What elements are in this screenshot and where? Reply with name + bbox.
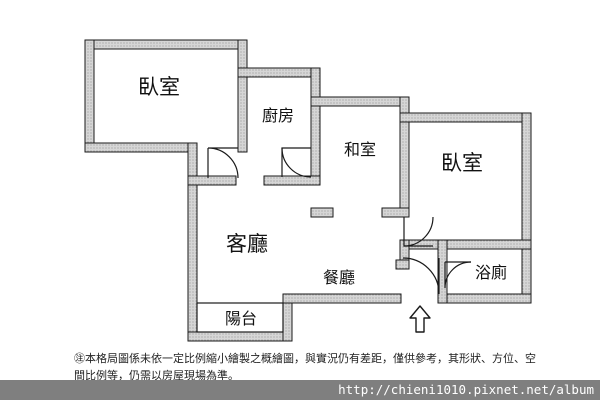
wall-segment	[282, 293, 402, 304]
wall-segment	[237, 39, 248, 153]
wall-segment	[399, 112, 532, 123]
wall-segment	[187, 142, 198, 342]
wall-segment	[84, 142, 198, 153]
wall-segment	[395, 259, 410, 270]
room-label-bedroom-right: 臥室	[441, 151, 483, 175]
room-label-bedroom-left: 臥室	[138, 75, 180, 99]
wall-segment	[263, 175, 321, 186]
wall-segment	[237, 67, 321, 78]
wall-segment	[521, 112, 532, 302]
wall-segment	[187, 175, 237, 186]
door-swing	[207, 147, 239, 179]
disclaimer-note: ㊟本格局圖係未依一定比例縮小繪製之概繪圖，與實況仍有差距，僅供參考，其形狀、方位…	[74, 352, 536, 382]
wall-segment	[437, 293, 532, 304]
door-swing	[444, 261, 472, 289]
wall-segment	[84, 39, 95, 153]
up-arrow-icon	[409, 305, 431, 333]
room-label-kitchen: 廚房	[262, 106, 294, 125]
room-label-dining-room: 餐廳	[323, 268, 355, 287]
room-label-japanese-room: 和室	[344, 140, 376, 159]
wall-segment	[381, 207, 410, 218]
watermark-text: http://chieni1010.pixnet.net/album	[338, 382, 594, 397]
door-swing	[402, 257, 440, 295]
walls	[84, 39, 532, 342]
balcony-outline	[196, 302, 284, 333]
room-label-balcony: 陽台	[225, 309, 257, 328]
door-swing	[281, 147, 312, 178]
wall-segment	[187, 331, 293, 342]
room-label-bathroom: 浴廁	[475, 263, 507, 282]
wall-segment	[310, 96, 410, 107]
wall-segment	[84, 39, 248, 50]
wall-segment	[310, 67, 321, 185]
watermark-bar: http://chieni1010.pixnet.net/album	[0, 380, 600, 400]
room-label-living-room: 客廳	[226, 232, 268, 256]
wall-segment	[437, 239, 448, 304]
wall-segment	[310, 207, 334, 218]
